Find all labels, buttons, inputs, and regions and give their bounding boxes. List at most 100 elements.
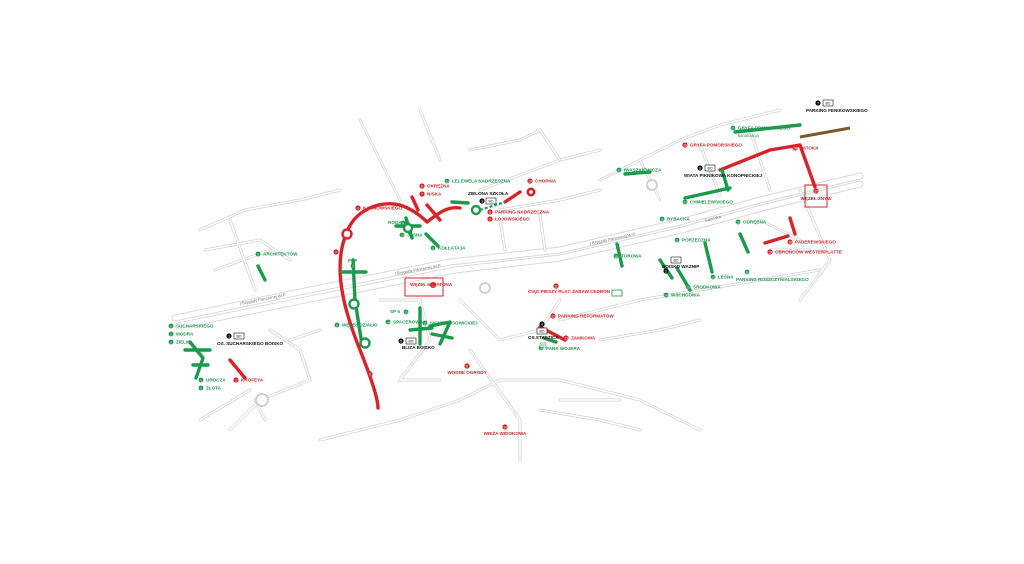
red-marker-6[interactable]: 6 OKRĘŻNA xyxy=(419,183,450,189)
svg-text:CIĄG PIESZY PLAC ZABAW CEDRON: CIĄG PIESZY PLAC ZABAW CEDRON xyxy=(528,289,611,294)
svg-text:19: 19 xyxy=(768,250,772,254)
svg-text:ODRĘBNA: ODRĘBNA xyxy=(743,220,767,225)
svg-text:2: 2 xyxy=(335,250,337,254)
svg-text:RYBACKA: RYBACKA xyxy=(667,217,690,222)
svg-text:13: 13 xyxy=(564,336,568,340)
red-marker-19[interactable]: 19 OBROŃCÓW WESTERPLATTE xyxy=(767,248,842,255)
svg-text:SPACEROWA: SPACEROWA xyxy=(393,320,423,325)
red-marker-11[interactable]: 11 CIĄG PIESZY PLAC ZABAW CEDRON xyxy=(528,283,611,294)
svg-text:4: 4 xyxy=(357,206,359,210)
svg-text:21: 21 xyxy=(675,238,679,242)
black-marker-2[interactable]: 2 BO BOISKO WAZNIP xyxy=(662,256,699,274)
svg-text:13: 13 xyxy=(404,310,408,314)
red-marker-5[interactable]: 5 WODNE OGRODY xyxy=(447,363,487,375)
black-marker-6[interactable]: 6 BO WIATA PIKNIKOWA KONOPNICKIEJ xyxy=(684,164,763,178)
svg-text:BO: BO xyxy=(236,335,241,339)
svg-text:27: 27 xyxy=(731,126,735,130)
svg-text:12: 12 xyxy=(445,179,449,183)
red-marker-4[interactable]: 4 KARNOWSKIEGO xyxy=(355,205,402,211)
svg-text:6: 6 xyxy=(421,184,423,188)
red-marker-8[interactable]: 8 PARKING NADRZECZNA xyxy=(487,209,550,215)
svg-text:PARKING FENIKOWSKIEGO: PARKING FENIKOWSKIEGO xyxy=(806,108,868,113)
svg-text:7: 7 xyxy=(352,264,354,268)
black-marker-3[interactable]: 3 BO ZIELONA SZKOŁA xyxy=(468,191,509,205)
black-marker-5[interactable]: 5 BO BLIZA BOISKO xyxy=(398,337,435,350)
kanalizacja-note: kanalizacja xyxy=(738,133,759,138)
wezel-znyw-frame xyxy=(804,184,828,208)
svg-text:LEŚNA: LEŚNA xyxy=(718,274,734,280)
svg-text:SUCHARSKIEGO: SUCHARSKIEGO xyxy=(176,324,214,329)
black-marker-1[interactable]: 1 BO OS. SUCHARSKIEGO BOISKO xyxy=(217,332,284,346)
svg-text:24: 24 xyxy=(664,293,668,297)
svg-text:TOROWA: TOROWA xyxy=(621,254,642,259)
red-marker-1[interactable]: 1 WĘZEŁ KWIATONA xyxy=(410,282,453,288)
svg-text:BO: BO xyxy=(539,330,544,334)
route-roundabouts xyxy=(341,186,537,349)
svg-text:NISKA: NISKA xyxy=(427,192,442,197)
svg-text:OS. SUCHARSKIEGO BOISKO: OS. SUCHARSKIEGO BOISKO xyxy=(217,341,284,346)
svg-text:16: 16 xyxy=(539,346,543,350)
svg-text:9: 9 xyxy=(489,217,491,221)
black-marker-7[interactable]: 7 BO PARKING FENIKOWSKIEGO xyxy=(806,99,868,113)
red-marker-16[interactable]: 16 PATOKA xyxy=(792,145,819,151)
svg-text:KOŁŁĄTAJA: KOŁŁĄTAJA xyxy=(438,246,466,251)
red-marker-10[interactable]: 10 CHOPINA xyxy=(527,178,557,184)
svg-text:8: 8 xyxy=(489,210,491,214)
svg-text:11: 11 xyxy=(554,284,558,288)
svg-text:26: 26 xyxy=(745,270,749,274)
svg-text:ŚRODKOWA: ŚRODKOWA xyxy=(693,284,721,290)
red-marker-9[interactable]: 9 ŁOJOWSKIEGO xyxy=(487,216,530,222)
red-marker-17[interactable]: 17 WĘZEŁ ZNYW xyxy=(801,188,833,201)
svg-text:19: 19 xyxy=(660,217,664,221)
black-markers: 1 BO OS. SUCHARSKIEGO BOISKO 2 BO BOISKO… xyxy=(217,99,868,350)
black-marker-4[interactable]: 4 BO OS.STASZICA xyxy=(528,321,559,340)
svg-text:WĘZEŁ DZIAŁKI: WĘZEŁ DZIAŁKI xyxy=(342,323,377,328)
svg-text:PARKING NADRZECZNA: PARKING NADRZECZNA xyxy=(495,210,550,215)
svg-text:GRYFA POMORSKIEGO: GRYFA POMORSKIEGO xyxy=(690,143,742,148)
svg-text:4: 4 xyxy=(541,322,543,326)
svg-text:WIATA PIKNIKOWA KONOPNICKIEJ: WIATA PIKNIKOWA KONOPNICKIEJ xyxy=(684,173,763,178)
red-marker-15[interactable]: 15 GRYFA POMORSKIEGO xyxy=(682,142,742,148)
svg-text:17: 17 xyxy=(617,168,621,172)
red-marker-12[interactable]: 12 PARKING REFORMATÓW xyxy=(550,312,614,319)
svg-text:1: 1 xyxy=(228,334,230,338)
svg-text:25: 25 xyxy=(736,220,740,224)
red-marker-2[interactable]: 2 xyxy=(333,249,339,255)
svg-text:WIEŻA WIDOKOWA: WIEŻA WIDOKOWA xyxy=(484,430,527,436)
svg-text:7: 7 xyxy=(817,101,819,105)
red-marker-7[interactable]: 7 NISKA xyxy=(419,191,442,197)
svg-text:ZIELNA: ZIELNA xyxy=(176,340,193,345)
red-marker-14[interactable]: 14 WIEŻA WIDOKOWA xyxy=(484,424,527,436)
street-label-gdanska: Gdańska xyxy=(704,214,722,223)
red-marker-18[interactable]: 18 PADEREWSKIEGO xyxy=(787,239,836,245)
red-marker-3[interactable]: 3 KROFEYA xyxy=(233,377,264,383)
red-marker-13[interactable]: 13 ZAMKOWA xyxy=(563,335,596,341)
